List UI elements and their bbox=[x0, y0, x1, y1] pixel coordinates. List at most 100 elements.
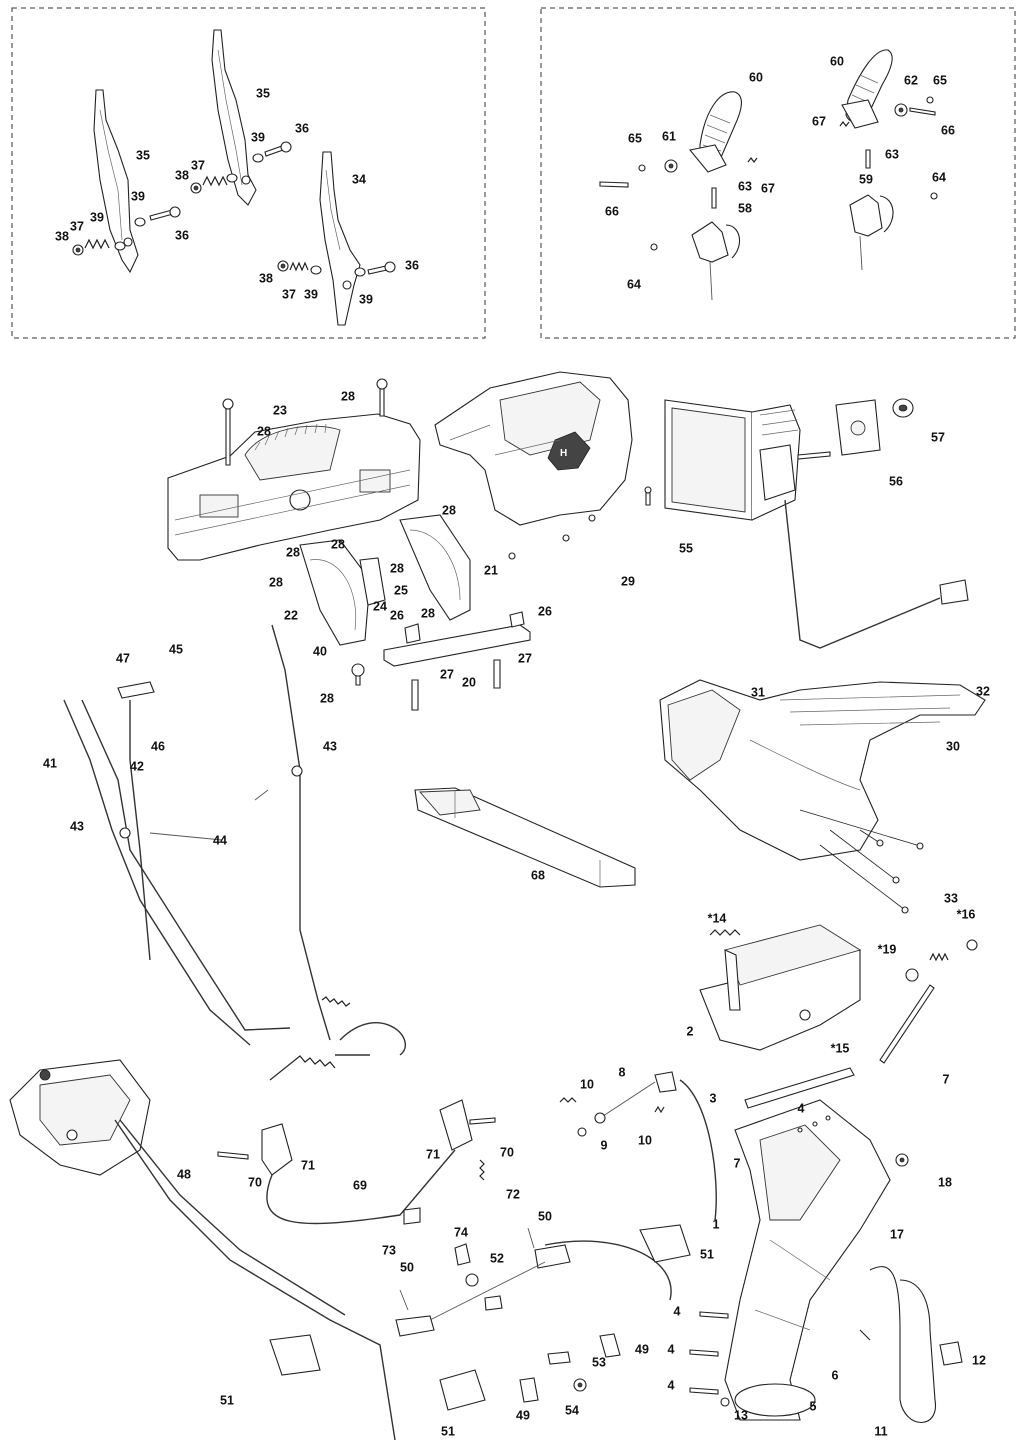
cables-40-47 bbox=[63, 624, 406, 1081]
callout-label: 52 bbox=[490, 1251, 504, 1265]
callout-label: 51 bbox=[700, 1247, 714, 1261]
callout-label: 65 bbox=[628, 131, 642, 145]
callout-label: 10 bbox=[638, 1133, 652, 1147]
clamps-51 bbox=[269, 1224, 691, 1411]
callout-label: 60 bbox=[749, 70, 763, 84]
callout-label: 71 bbox=[301, 1158, 315, 1172]
callout-label: 12 bbox=[972, 1353, 986, 1367]
callout-label: *19 bbox=[878, 942, 897, 956]
chute-parts-3-18 bbox=[559, 929, 978, 1424]
callout-label: 68 bbox=[531, 868, 545, 882]
callout-label: 40 bbox=[313, 644, 327, 658]
callout-label: 39 bbox=[251, 130, 265, 144]
handle-shroud-30 bbox=[659, 679, 986, 914]
callout-label: 64 bbox=[627, 277, 641, 291]
callout-label: 1 bbox=[713, 1217, 720, 1231]
callout-label: 69 bbox=[353, 1178, 367, 1192]
callout-label: 22 bbox=[284, 608, 298, 622]
callout-label: 62 bbox=[904, 73, 918, 87]
callout-label: 54 bbox=[565, 1403, 579, 1417]
callout-label: 28 bbox=[421, 606, 435, 620]
trigger-58 bbox=[691, 221, 741, 301]
callout-label: 60 bbox=[830, 54, 844, 68]
callout-label: 25 bbox=[394, 583, 408, 597]
callout-label: 11 bbox=[874, 1424, 887, 1438]
callout-label: 28 bbox=[286, 545, 300, 559]
callout-label: 39 bbox=[131, 189, 145, 203]
callout-label: 46 bbox=[151, 739, 165, 753]
callout-label: 67 bbox=[761, 181, 775, 195]
callout-label: 29 bbox=[621, 574, 635, 588]
callout-label: 45 bbox=[169, 642, 183, 656]
callout-label: 43 bbox=[70, 819, 84, 833]
headlight-55 bbox=[664, 399, 969, 649]
callout-label: 10 bbox=[580, 1077, 594, 1091]
callout-label: 4 bbox=[668, 1342, 675, 1356]
callout-label: 35 bbox=[256, 86, 270, 100]
lever-plate-35a bbox=[93, 89, 139, 274]
callout-label: 7 bbox=[734, 1156, 741, 1170]
bolts-36 bbox=[149, 141, 396, 275]
callout-label: 18 bbox=[938, 1175, 952, 1189]
callout-label: 26 bbox=[538, 604, 552, 618]
callout-label: 67 bbox=[812, 114, 826, 128]
callout-label: 39 bbox=[359, 292, 373, 306]
callout-label: 64 bbox=[932, 170, 946, 184]
callout-label: 41 bbox=[43, 756, 57, 770]
callout-label: 49 bbox=[635, 1342, 649, 1356]
callout-label: 42 bbox=[130, 759, 144, 773]
callout-label: 33 bbox=[944, 891, 958, 905]
callout-label: 27 bbox=[518, 651, 532, 665]
callout-label: 3 bbox=[710, 1091, 717, 1105]
bracket-20 bbox=[383, 611, 531, 667]
lever-sectors-21-22 bbox=[299, 514, 471, 646]
callout-label: 56 bbox=[889, 474, 903, 488]
drive-plate-48 bbox=[9, 1059, 396, 1441]
callout-label: 38 bbox=[55, 229, 69, 243]
callout-label: 27 bbox=[440, 667, 454, 681]
callout-label: 26 bbox=[390, 608, 404, 622]
callout-label: 30 bbox=[946, 739, 960, 753]
callout-label: 53 bbox=[592, 1355, 606, 1369]
inset-box-left bbox=[11, 7, 486, 339]
lever-plate-34 bbox=[319, 151, 361, 326]
callout-label: 49 bbox=[516, 1408, 530, 1422]
callout-label: 23 bbox=[273, 403, 287, 417]
control-panel-23 bbox=[167, 413, 421, 561]
callout-label: 61 bbox=[662, 129, 676, 143]
callout-label: 31 bbox=[751, 685, 765, 699]
callout-label: *14 bbox=[708, 911, 727, 925]
callout-label: 50 bbox=[400, 1260, 414, 1274]
callout-label: 72 bbox=[506, 1187, 520, 1201]
callout-label: 63 bbox=[885, 147, 899, 161]
callout-label: 58 bbox=[738, 201, 752, 215]
callout-label: 28 bbox=[442, 503, 456, 517]
callout-label: 2 bbox=[687, 1024, 694, 1038]
callout-label: 47 bbox=[116, 651, 130, 665]
callout-label: 70 bbox=[248, 1175, 262, 1189]
lever-plate-35b bbox=[211, 29, 257, 206]
bracket-56-nut-57 bbox=[835, 398, 914, 456]
callout-label: 36 bbox=[175, 228, 189, 242]
callout-label: 4 bbox=[798, 1101, 805, 1115]
callout-label: 74 bbox=[454, 1225, 468, 1239]
trigger-59 bbox=[849, 194, 894, 271]
callout-label: 63 bbox=[738, 179, 752, 193]
callout-label: 4 bbox=[668, 1378, 675, 1392]
callout-label: 39 bbox=[304, 287, 318, 301]
callout-label: 7 bbox=[943, 1072, 950, 1086]
callout-label: 48 bbox=[177, 1167, 191, 1181]
console-cover: H bbox=[434, 371, 633, 526]
callout-label: 13 bbox=[734, 1408, 748, 1422]
callout-label: 28 bbox=[320, 691, 334, 705]
callout-label: 35 bbox=[136, 148, 150, 162]
callout-label: 24 bbox=[373, 599, 387, 613]
callout-label: 32 bbox=[976, 684, 990, 698]
inset-box-right bbox=[540, 7, 1016, 339]
callout-label: 66 bbox=[605, 204, 619, 218]
fasteners-27-28-29 bbox=[222, 378, 652, 711]
callout-label: 9 bbox=[601, 1138, 608, 1152]
brackets-70-74 bbox=[217, 1099, 672, 1337]
